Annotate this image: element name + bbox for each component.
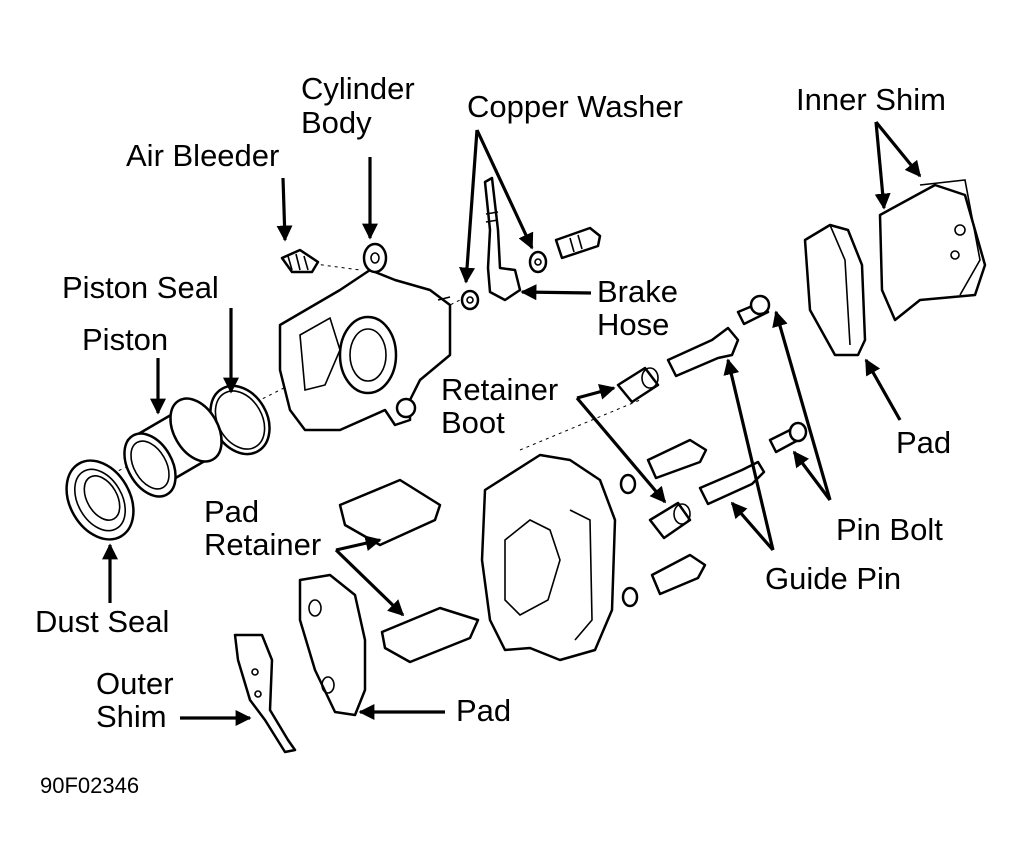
outer-shim-part bbox=[233, 633, 297, 754]
label-piston: Piston bbox=[82, 322, 168, 357]
label-cylinder-body-line2: Body bbox=[301, 105, 372, 140]
piston-part bbox=[123, 397, 223, 498]
caliper-mounting-bracket-part bbox=[480, 453, 617, 662]
brake-hose-assembly bbox=[460, 176, 602, 311]
retainer-boot-parts bbox=[616, 366, 692, 540]
label-pad-inner: Pad bbox=[896, 425, 951, 460]
label-retainer-boot-line2: Boot bbox=[441, 405, 505, 440]
label-guide-pin: Guide Pin bbox=[765, 561, 901, 596]
label-inner-shim: Inner Shim bbox=[796, 82, 946, 117]
dust-seal-part bbox=[65, 459, 135, 541]
inner-shim-part bbox=[878, 179, 987, 322]
air-bleeder-part bbox=[280, 248, 320, 274]
upper-guide-pin-part bbox=[666, 294, 771, 378]
pad-retainer-parts bbox=[338, 478, 480, 664]
figure-id: 90F02346 bbox=[40, 773, 139, 798]
lower-guide-pin-and-bolts bbox=[619, 421, 808, 608]
inner-pad-part bbox=[803, 223, 867, 357]
label-piston-seal: Piston Seal bbox=[62, 270, 219, 305]
label-pad-retainer-line2: Retainer bbox=[204, 527, 321, 562]
label-retainer-boot-line1: Retainer bbox=[441, 372, 558, 407]
assembly-centerlines bbox=[99, 261, 641, 481]
label-copper-washer: Copper Washer bbox=[467, 89, 683, 124]
label-cylinder-body-line1: Cylinder bbox=[301, 71, 415, 106]
label-brake-hose-line1: Brake bbox=[597, 274, 678, 309]
label-pad-retainer-line1: Pad bbox=[204, 494, 259, 529]
label-pin-bolt: Pin Bolt bbox=[836, 512, 943, 547]
label-pad-outer: Pad bbox=[456, 693, 511, 728]
label-brake-hose-line2: Hose bbox=[597, 307, 669, 342]
label-dust-seal: Dust Seal bbox=[35, 604, 169, 639]
label-outer-shim-line2: Shim bbox=[96, 699, 167, 734]
outer-pad-part bbox=[298, 573, 367, 717]
label-outer-shim-line1: Outer bbox=[96, 666, 174, 701]
leader-arrows bbox=[102, 120, 922, 726]
cylinder-body-part bbox=[278, 242, 452, 432]
label-air-bleeder: Air Bleeder bbox=[126, 138, 279, 173]
